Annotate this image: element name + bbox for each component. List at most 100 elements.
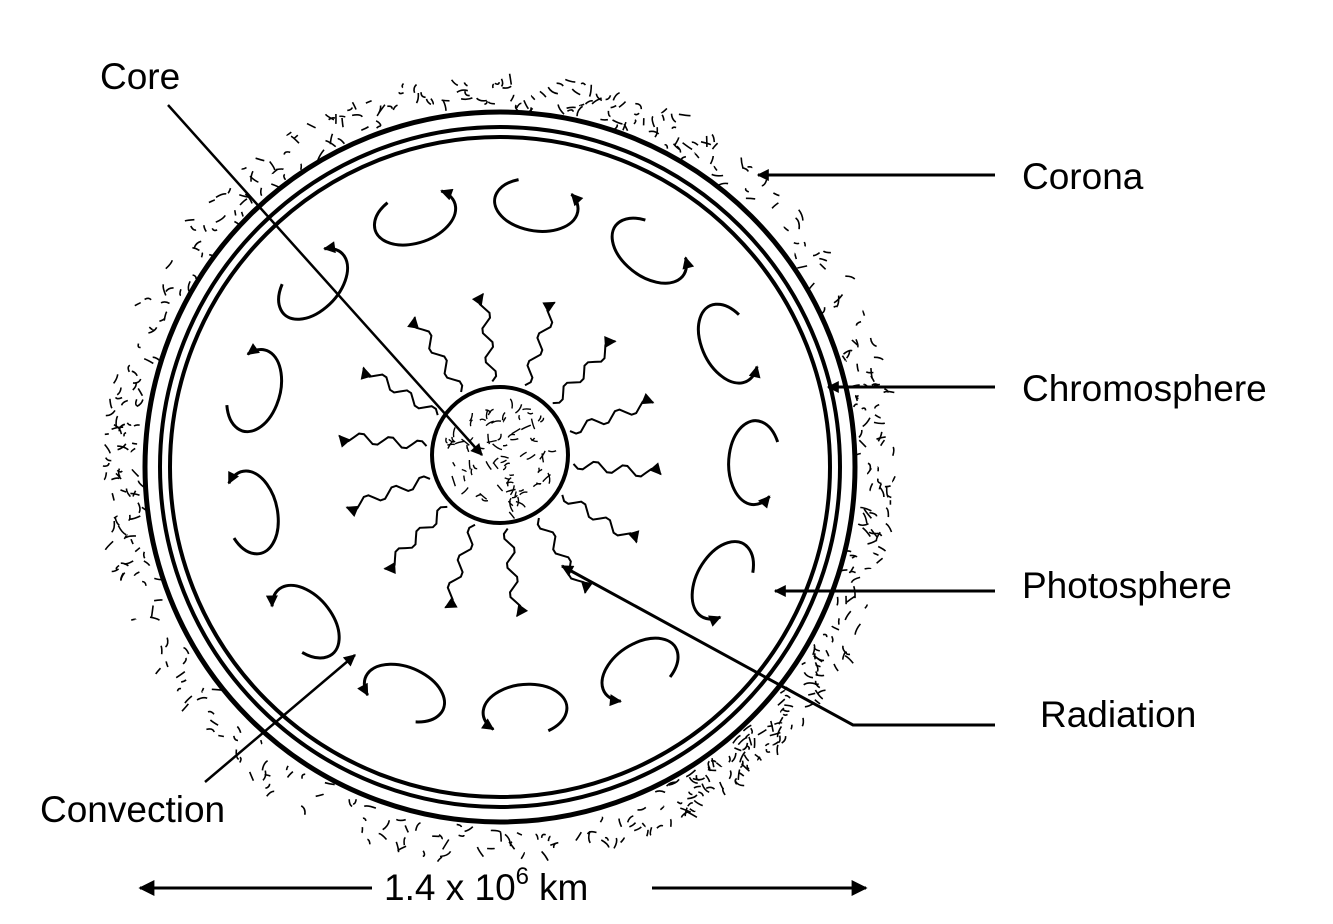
- corona-squiggle: [206, 728, 215, 733]
- corona-squiggle: [376, 125, 382, 129]
- core-squiggle: [518, 488, 525, 492]
- corona-squiggle: [672, 143, 680, 151]
- corona-squiggle: [680, 807, 692, 813]
- corona-squiggle: [159, 317, 166, 323]
- corona-squiggle: [575, 831, 582, 842]
- corona-squiggle: [745, 197, 756, 200]
- corona-squiggle: [104, 457, 112, 462]
- corona-squiggle: [137, 480, 144, 488]
- corona-squiggle: [884, 485, 892, 488]
- corona-squiggle: [793, 252, 798, 260]
- core-squiggle: [461, 438, 470, 446]
- corona-squiggle: [104, 443, 111, 454]
- corona-squiggle: [864, 604, 868, 609]
- core-squiggle: [531, 437, 536, 442]
- corona-squiggle: [833, 294, 844, 304]
- corona-squiggle: [239, 756, 242, 763]
- corona-squiggle: [382, 820, 391, 831]
- corona-squiggle: [578, 103, 585, 107]
- corona-squiggle: [241, 166, 247, 170]
- corona-squiggle: [215, 214, 226, 223]
- corona-squiggle: [476, 97, 487, 102]
- corona-squiggle: [595, 93, 603, 102]
- corona-squiggle: [494, 82, 500, 85]
- corona-squiggle: [861, 407, 867, 411]
- corona-squiggle: [701, 783, 710, 794]
- corona-squiggle: [745, 733, 750, 738]
- core-squiggle: [516, 496, 520, 507]
- core-squiggle: [522, 408, 532, 411]
- corona-squiggle: [283, 151, 291, 155]
- corona-squiggle: [801, 717, 805, 727]
- corona-squiggle: [633, 119, 637, 125]
- corona-squiggle: [164, 637, 169, 648]
- core-squiggle: [500, 455, 509, 459]
- corona-squiggle: [641, 822, 646, 828]
- convection-arc: [493, 178, 584, 233]
- corona-squiggle: [648, 130, 660, 135]
- corona-squiggle: [584, 100, 594, 105]
- corona-squiggle: [656, 824, 664, 829]
- convection-label: Convection: [40, 789, 225, 830]
- corona-squiggle: [867, 540, 877, 545]
- convection-leader: [204, 654, 356, 783]
- corona-squiggle: [862, 512, 868, 524]
- corona-squiggle: [744, 187, 750, 193]
- corona-squiggle: [491, 83, 495, 89]
- corona-squiggle: [285, 765, 289, 771]
- corona-squiggle: [117, 525, 127, 536]
- corona-squiggle: [193, 240, 202, 248]
- corona-squiggle: [864, 567, 872, 570]
- corona-squiggle: [209, 719, 219, 726]
- core-squiggle: [510, 438, 519, 441]
- corona-squiggle: [698, 791, 704, 797]
- core-leader: [167, 104, 483, 456]
- core-squiggle: [496, 484, 504, 492]
- corona-squiggle: [815, 664, 821, 668]
- corona-squiggle: [798, 209, 804, 221]
- corona-squiggle: [286, 131, 292, 137]
- corona-squiggle: [363, 805, 377, 809]
- convection-loops: [225, 178, 780, 733]
- corona-squiggle: [502, 85, 512, 89]
- corona-squiggle: [687, 794, 698, 800]
- corona-squiggle: [196, 696, 208, 701]
- convection-loop: [357, 662, 446, 724]
- corona-squiggle: [713, 165, 718, 172]
- corona-squiggle: [365, 99, 372, 104]
- corona-squiggle: [869, 511, 878, 517]
- corona-squiggle: [398, 91, 404, 95]
- radiation-arrow: [561, 494, 640, 544]
- radiation-label: Radiation: [1040, 694, 1196, 735]
- core-squiggle: [502, 466, 507, 471]
- corona-squiggle: [450, 79, 459, 87]
- radiation-arrow: [383, 505, 448, 575]
- corona-squiggle: [329, 133, 334, 145]
- corona-squiggle: [143, 560, 151, 567]
- corona-squiggle: [105, 409, 116, 417]
- corona-squiggle: [133, 571, 140, 577]
- corona-squiggle: [362, 817, 367, 822]
- corona-squiggle: [588, 84, 593, 97]
- core-squiggle: [497, 433, 502, 441]
- corona-squiggle: [123, 534, 128, 540]
- core-squiggle: [501, 411, 506, 421]
- corona-squiggle: [678, 113, 691, 117]
- convection-loop: [727, 419, 780, 509]
- corona-squiggle: [422, 850, 426, 858]
- corona-squiggle: [109, 398, 113, 409]
- corona-squiggle: [300, 805, 306, 815]
- corona-squiggle: [629, 822, 637, 828]
- corona-squiggle: [387, 105, 393, 109]
- corona-squiggle: [240, 211, 244, 217]
- corona-squiggle: [129, 515, 141, 521]
- radiation-arrow: [471, 292, 498, 382]
- corona-squiggle: [328, 117, 336, 121]
- corona-squiggle: [395, 841, 400, 853]
- corona-squiggle: [248, 771, 255, 782]
- corona-squiggle: [130, 538, 134, 545]
- corona-squiggle: [773, 192, 780, 197]
- corona-squiggle: [784, 694, 791, 699]
- corona-squiggle: [685, 769, 697, 778]
